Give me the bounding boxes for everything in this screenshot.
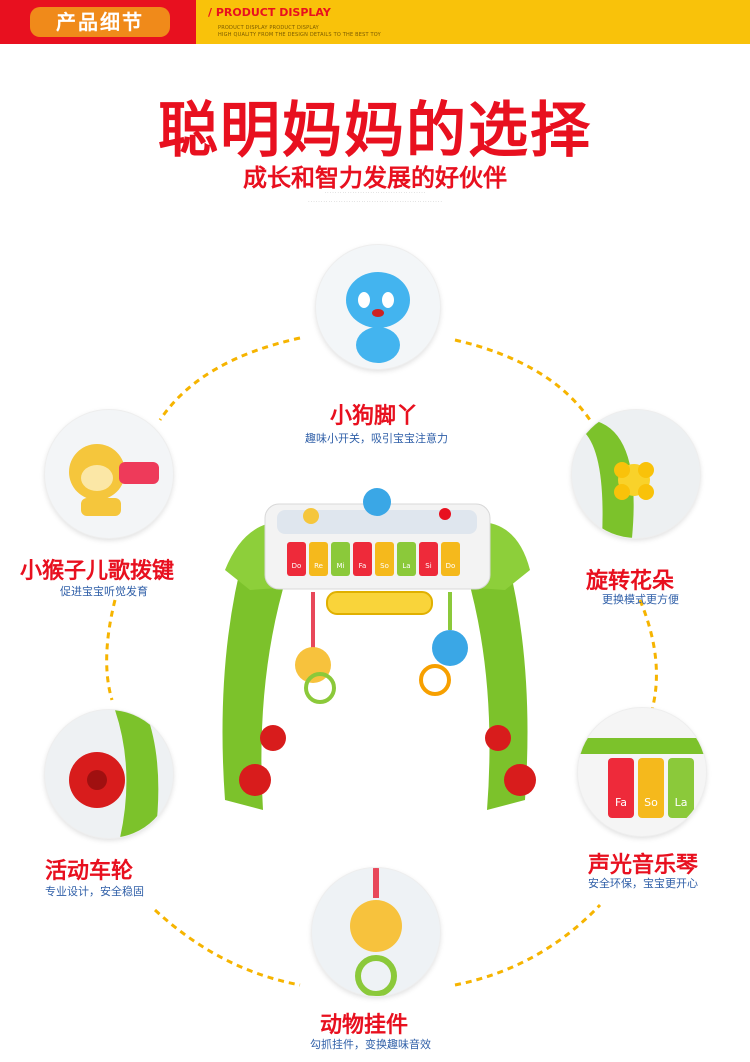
feature-image-wheel bbox=[45, 710, 173, 838]
feature-image-piano: Fa So La bbox=[578, 708, 706, 836]
main-title: 聪明妈妈的选择 bbox=[158, 96, 592, 166]
ring-seg-left bbox=[105, 599, 117, 701]
ring-seg-top-left bbox=[158, 336, 301, 421]
feature-image-hanger bbox=[312, 868, 440, 996]
walker-leg-right bbox=[467, 550, 528, 810]
panel-button bbox=[439, 508, 451, 520]
feature-caption-monkey: 促进宝宝听觉发育 bbox=[60, 585, 148, 598]
header-bar: 产品细节 / PRODUCT DISPLAY PRODUCT DISPLAY P… bbox=[0, 0, 750, 44]
feature-image-dog bbox=[316, 245, 440, 369]
piano-key-label: Si bbox=[425, 562, 431, 570]
piano-key-label: Fa bbox=[359, 562, 367, 570]
feature-label-piano: 声光音乐琴 bbox=[588, 853, 699, 878]
dog-figure bbox=[363, 488, 391, 516]
panel-top bbox=[277, 510, 477, 534]
feature-caption-flower: 更换模式更方便 bbox=[602, 593, 679, 606]
monkey-figure bbox=[303, 508, 319, 524]
header-right-panel bbox=[196, 0, 750, 44]
walker-leg-left bbox=[222, 550, 287, 810]
feature-label-wheel: 活动车轮 bbox=[45, 859, 134, 884]
feature-label-flower: 旋转花朵 bbox=[586, 569, 675, 594]
piano-key-label: Mi bbox=[337, 562, 345, 570]
piano-key-label: Do bbox=[446, 562, 456, 570]
walker-handle bbox=[326, 591, 433, 615]
elephant-hanger bbox=[432, 630, 468, 666]
feature-image-monkey bbox=[45, 410, 173, 538]
header-subline-1: PRODUCT DISPLAY PRODUCT DISPLAY bbox=[218, 25, 319, 31]
feature-caption-piano: 安全环保，宝宝更开心 bbox=[588, 877, 698, 890]
ring-seg-bottom-right bbox=[454, 903, 602, 987]
ring-seg-right bbox=[638, 599, 658, 711]
decorative-fine-text-1: · · · · · · · · · · · · · · · · · · · · … bbox=[324, 190, 426, 195]
feature-caption-dog: 趣味小开关，吸引宝宝注意力 bbox=[305, 432, 448, 445]
piano-key-label: Do bbox=[292, 562, 302, 570]
feature-label-dog: 小狗脚丫 bbox=[330, 404, 419, 429]
wheel bbox=[504, 764, 536, 796]
feature-label-hanger: 动物挂件 bbox=[320, 1013, 409, 1038]
feature-label-monkey: 小猴子儿歌拨键 bbox=[20, 559, 175, 584]
feature-image-flower bbox=[572, 410, 700, 538]
ring-seg-bottom-left bbox=[153, 908, 301, 987]
header-left-panel: 产品细节 bbox=[0, 0, 196, 44]
header-subline-2: HIGH QUALITY FROM THE DESIGN DETAILS TO … bbox=[218, 32, 381, 38]
sub-title: 成长和智力发展的好伙伴 bbox=[243, 164, 507, 192]
header-tab: 产品细节 bbox=[30, 7, 170, 37]
piano-key-label: So bbox=[380, 562, 389, 570]
wheel bbox=[260, 725, 286, 751]
feature-caption-wheel: 专业设计，安全稳固 bbox=[45, 885, 144, 898]
zoom-key-label: So bbox=[644, 796, 658, 809]
decorative-fine-text-2: · · · · · · · · · · · · · · · · · · · · … bbox=[308, 199, 442, 204]
wheel bbox=[485, 725, 511, 751]
zoom-key-label: Fa bbox=[615, 796, 627, 809]
piano-keys bbox=[287, 542, 460, 576]
ring-seg-top-right bbox=[454, 338, 592, 421]
piano-key-label: La bbox=[402, 562, 410, 570]
feature-caption-hanger: 勾抓挂件，变换趣味音效 bbox=[310, 1038, 431, 1051]
zoom-key-label: La bbox=[675, 796, 688, 809]
baby-walker-image: Do Re Mi Fa So La Si Do bbox=[222, 488, 536, 810]
header-title-en: / PRODUCT DISPLAY bbox=[208, 6, 331, 19]
wheel bbox=[239, 764, 271, 796]
watermark bbox=[120, 600, 162, 682]
piano-key-label: Re bbox=[314, 562, 323, 570]
ring-segments bbox=[105, 336, 658, 987]
